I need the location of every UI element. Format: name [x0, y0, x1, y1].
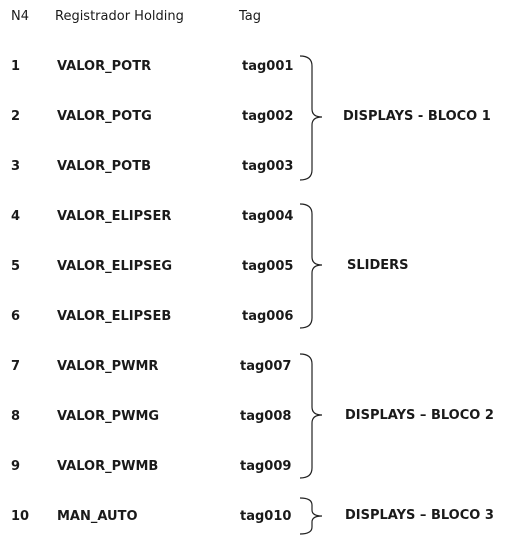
row-tag: tag001 [242, 59, 294, 74]
row-tag: tag010 [240, 509, 292, 524]
row-number: 4 [11, 209, 21, 224]
row-tag: tag003 [242, 159, 294, 174]
group-label-displays-bloco-1: DISPLAYS - BLOCO 1 [343, 109, 491, 124]
header-tag: Tag [239, 9, 262, 24]
row-register-name: VALOR_ELIPSER [57, 209, 172, 224]
row-register-name: VALOR_PWMG [57, 409, 160, 424]
group-label-displays-bloco-2: DISPLAYS – BLOCO 2 [345, 408, 494, 423]
brace-sliders [299, 203, 323, 329]
row-tag: tag005 [242, 259, 294, 274]
row-tag: tag009 [240, 459, 292, 474]
group-label-sliders: SLIDERS [347, 258, 409, 273]
row-number: 7 [11, 359, 21, 374]
header-n4: N4 [11, 9, 29, 24]
row-number: 5 [11, 259, 21, 274]
row-register-name: MAN_AUTO [57, 509, 138, 524]
brace-bloco-2 [299, 353, 323, 479]
row-number: 2 [11, 109, 21, 124]
row-tag: tag007 [240, 359, 292, 374]
row-tag: tag008 [240, 409, 292, 424]
brace-bloco-3 [299, 497, 323, 535]
row-register-name: VALOR_ELIPSEG [57, 259, 173, 274]
row-number: 1 [11, 59, 21, 74]
row-number: 8 [11, 409, 21, 424]
row-number: 3 [11, 159, 21, 174]
row-number: 6 [11, 309, 21, 324]
row-tag: tag006 [242, 309, 294, 324]
row-number: 9 [11, 459, 21, 474]
row-number: 10 [11, 509, 30, 524]
row-tag: tag002 [242, 109, 294, 124]
header-registrador-holding: Registrador Holding [55, 9, 184, 24]
row-register-name: VALOR_PWMR [57, 359, 159, 374]
row-register-name: VALOR_POTB [57, 159, 151, 174]
row-register-name: VALOR_POTR [57, 59, 152, 74]
row-register-name: VALOR_PWMB [57, 459, 159, 474]
row-register-name: VALOR_POTG [57, 109, 152, 124]
brace-bloco-1 [299, 55, 323, 181]
row-tag: tag004 [242, 209, 294, 224]
row-register-name: VALOR_ELIPSEB [57, 309, 172, 324]
group-label-displays-bloco-3: DISPLAYS – BLOCO 3 [345, 508, 494, 523]
